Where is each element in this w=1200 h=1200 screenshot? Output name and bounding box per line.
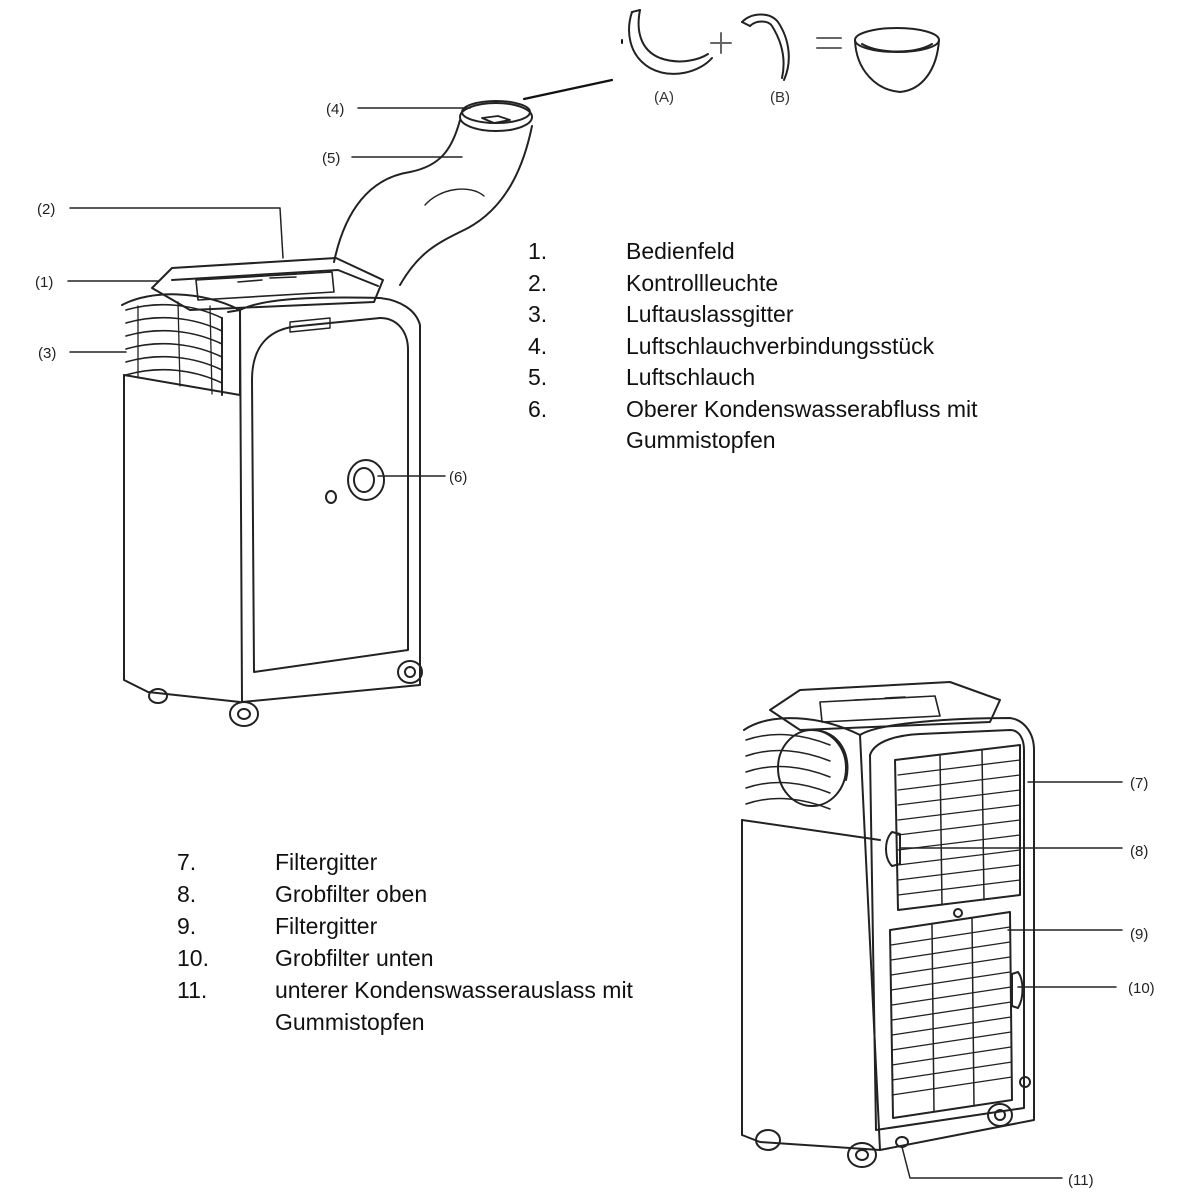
legend-top: 1.Bedienfeld 2.Kontrollleuchte 3.Luftaus… xyxy=(528,236,978,457)
callout-3: (3) xyxy=(38,345,56,362)
legend-item-5: 5.Luftschlauch xyxy=(528,364,756,390)
callout-8: (8) xyxy=(1130,843,1148,860)
upper-filter-grille xyxy=(885,744,1021,911)
legend-item-2: 2.Kontrollleuchte xyxy=(528,269,779,296)
legend-item-10: 10.Grobfilter unten xyxy=(177,945,434,971)
lower-filter-grille xyxy=(889,911,1024,1119)
callout-5: (5) xyxy=(322,150,340,167)
legend-item-11: 11.unterer Kondenswasserauslass mit xyxy=(177,977,633,1003)
legend-item-6-cont: Gummistopfen xyxy=(626,427,776,453)
window-adapter-assembly xyxy=(522,9,940,101)
legend-item-6: 6.Oberer Kondenswasserabfluss mit xyxy=(528,395,978,422)
back-wheels xyxy=(755,1103,1013,1168)
callout-6: (6) xyxy=(449,469,467,486)
adapter-assembled xyxy=(854,27,940,93)
upper-drain-plug xyxy=(325,459,385,504)
front-unit xyxy=(121,100,533,727)
front-wheels xyxy=(148,660,423,727)
air-outlet-grille xyxy=(125,301,223,395)
legend-item-3: 3.Luftauslassgitter xyxy=(528,301,794,327)
legend-bottom: 7.Filtergitter 8.Grobfilter oben 9.Filte… xyxy=(177,846,633,1038)
callout-10: (10) xyxy=(1128,980,1155,997)
callout-2: (2) xyxy=(37,201,55,218)
part-a-label: (A) xyxy=(654,89,674,106)
air-hose xyxy=(333,100,533,286)
callout-11: (11) xyxy=(1068,1172,1094,1189)
leader-lines xyxy=(67,107,1123,1179)
legend-item-8: 8.Grobfilter oben xyxy=(177,881,428,907)
hose-connection-port xyxy=(777,729,849,807)
callout-4: (4) xyxy=(326,101,344,118)
part-b-label: (B) xyxy=(770,89,790,106)
callout-7: (7) xyxy=(1130,775,1148,792)
legend-item-1: 1.Bedienfeld xyxy=(528,238,735,264)
back-unit xyxy=(741,681,1035,1168)
callout-1: (1) xyxy=(35,274,53,291)
adapter-part-a xyxy=(628,9,713,75)
legend-item-4: 4.Luftschlauchverbindungsstück xyxy=(528,332,935,359)
callout-9: (9) xyxy=(1130,926,1148,943)
legend-item-7: 7.Filtergitter xyxy=(177,849,378,875)
legend-item-11-cont: Gummistopfen xyxy=(275,1009,425,1035)
adapter-part-b xyxy=(741,13,790,81)
legend-item-9: 9.Filtergitter xyxy=(177,913,378,939)
